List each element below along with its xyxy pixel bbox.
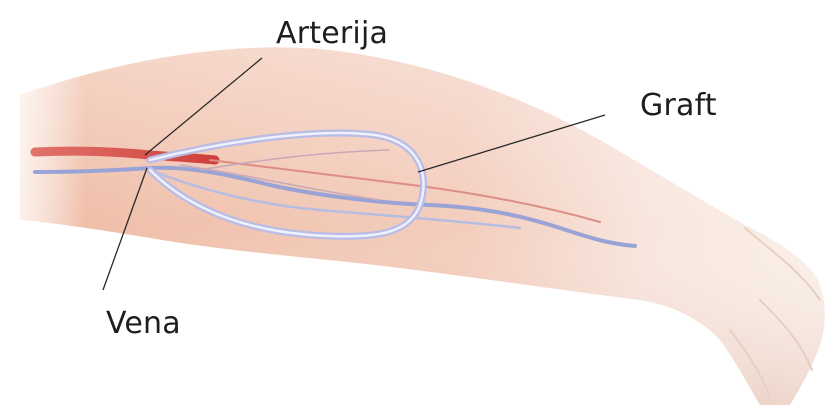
- vein-label: Vena: [106, 309, 181, 339]
- graft-label: Graft: [640, 91, 717, 121]
- artery-label: Arterija: [276, 19, 388, 49]
